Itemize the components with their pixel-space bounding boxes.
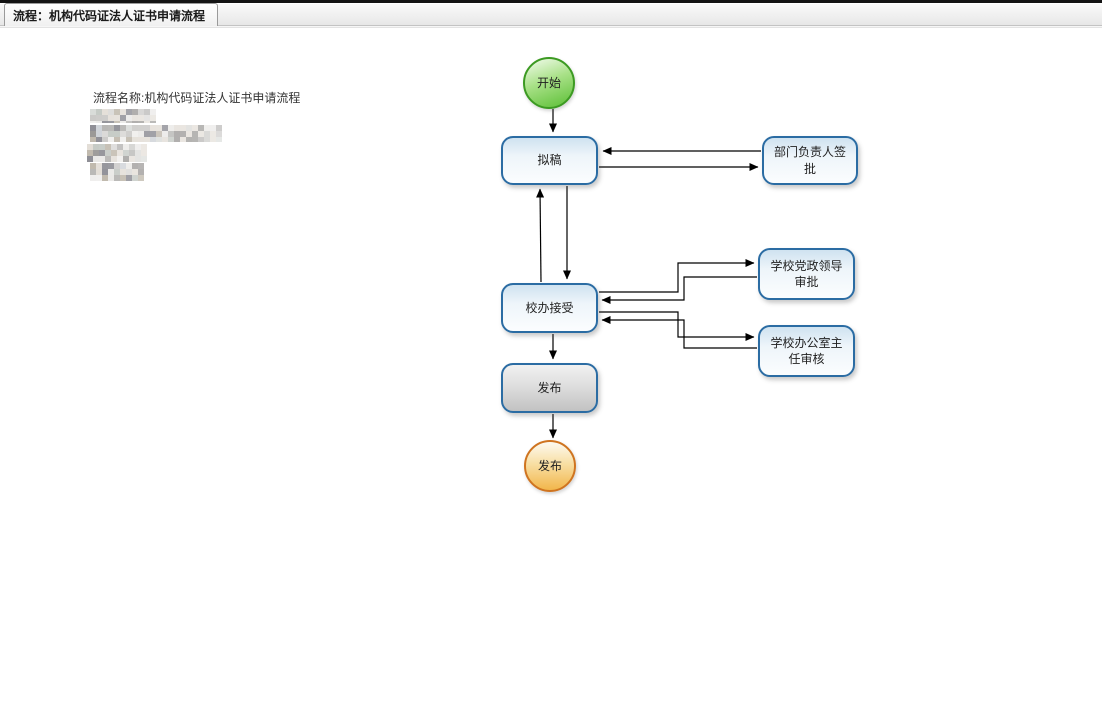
- flow-node-label: 学校办公室主任审核: [770, 335, 843, 366]
- redacted-line: [90, 125, 222, 142]
- flow-node-leaders[interactable]: 学校党政领导审批: [758, 248, 855, 300]
- edge-office-to-leaders: [599, 259, 755, 293]
- flow-node-dept[interactable]: 部门负责人签批: [762, 136, 858, 185]
- edge-leaders-to-office: [601, 276, 757, 304]
- flow-node-draft[interactable]: 拟稿: [501, 136, 598, 185]
- tab-bar: 流程：机构代码证法人证书申请流程: [0, 3, 1102, 28]
- edge-layer: [536, 109, 761, 439]
- window-top-bar: [0, 0, 1102, 3]
- process-name-label: 流程名称:机构代码证法人证书申请流程: [93, 91, 301, 105]
- edge-director-to-office: [601, 316, 757, 349]
- flow-node-office[interactable]: 校办接受: [501, 283, 598, 333]
- edge-office-to-director: [599, 311, 755, 341]
- flow-node-label: 开始: [536, 75, 561, 90]
- flow-node-publish[interactable]: 发布: [501, 363, 598, 413]
- flow-node-label: 学校党政领导审批: [770, 258, 843, 289]
- redacted-line: [87, 144, 147, 162]
- flow-node-label: 拟稿: [537, 153, 562, 168]
- flow-node-label: 校办接受: [525, 300, 574, 315]
- tab-title: 流程：机构代码证法人证书申请流程: [13, 8, 206, 23]
- flow-node-label: 部门负责人签批: [773, 145, 846, 176]
- workflow-diagram: 开始拟稿部门负责人签批校办接受学校党政领导审批学校办公室主任审核发布发布: [0, 27, 1102, 708]
- edge-office-to-draft: [536, 188, 545, 283]
- flow-node-label: 发布: [537, 458, 562, 473]
- redacted-line: [90, 109, 156, 123]
- flow-node-label: 发布: [537, 380, 562, 395]
- flow-node-director[interactable]: 学校办公室主任审核: [758, 325, 855, 377]
- tab-process-flow[interactable]: 流程：机构代码证法人证书申请流程: [4, 3, 219, 26]
- redacted-line: [90, 163, 148, 181]
- flow-node-start[interactable]: 开始: [523, 57, 575, 109]
- flow-node-end[interactable]: 发布: [524, 440, 576, 492]
